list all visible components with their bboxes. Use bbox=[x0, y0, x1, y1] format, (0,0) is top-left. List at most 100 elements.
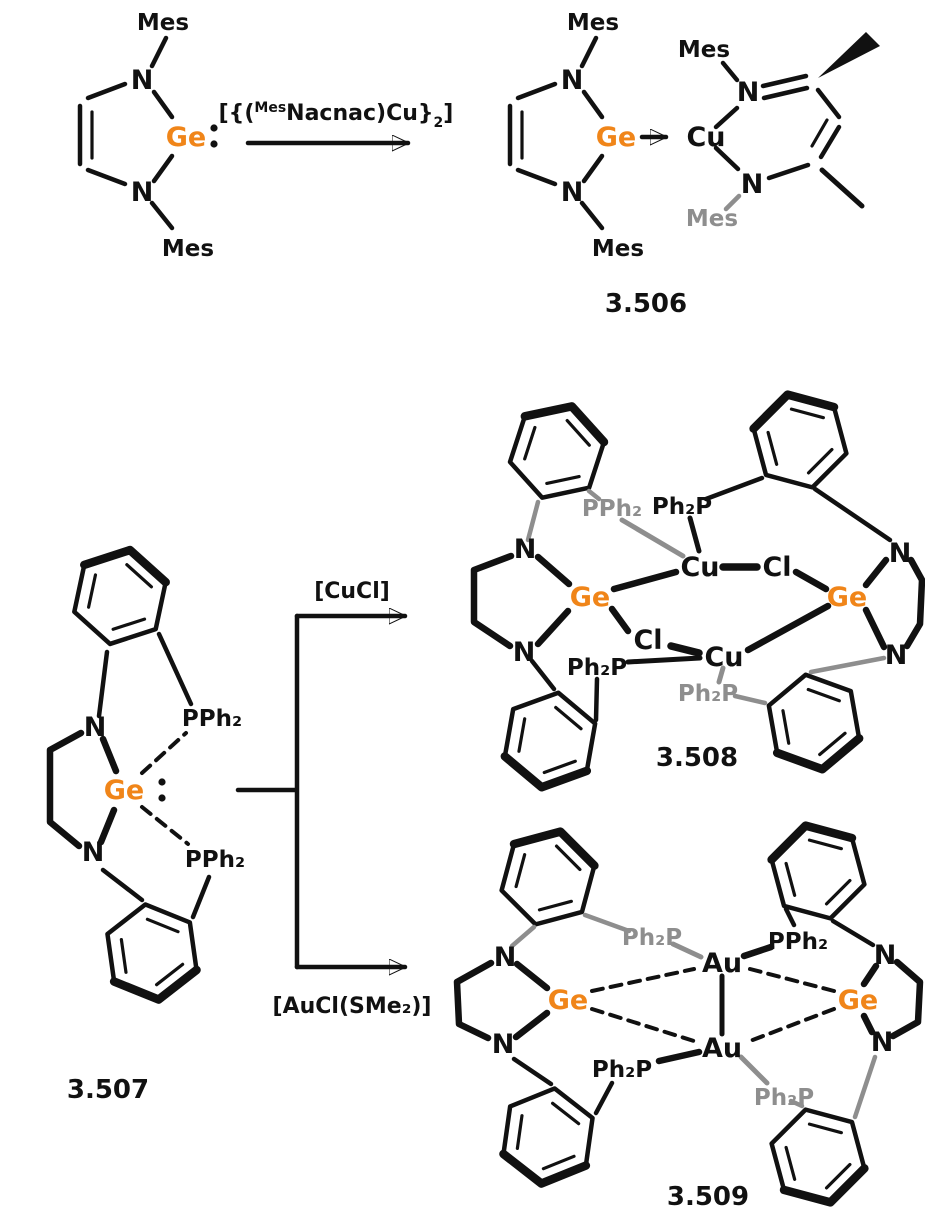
bond bbox=[77, 35, 175, 231]
ethylene-bridge bbox=[889, 958, 924, 1040]
branching-arrows: [CuCl] [AuCl(SMe₂)] bbox=[235, 579, 432, 1019]
cu-atom-label: Cu bbox=[704, 642, 743, 673]
n-atom-label: N bbox=[494, 942, 517, 973]
ethylene-bridge bbox=[470, 552, 515, 650]
compound-number-3508: 3.508 bbox=[656, 743, 738, 773]
reagent-text: [{( bbox=[219, 101, 255, 126]
ring-bold-edge bbox=[777, 738, 863, 776]
pph2-label: PPh₂ bbox=[185, 847, 245, 873]
benzene-ring bbox=[500, 1083, 596, 1190]
n-atom-label: N bbox=[874, 940, 897, 971]
n-atom-label: N bbox=[737, 77, 760, 108]
p-cu-bond-gray bbox=[619, 517, 726, 685]
cu-atom-label: Cu bbox=[680, 552, 719, 583]
cl-atom-label: Cl bbox=[633, 625, 662, 656]
n-atom-label: N bbox=[492, 1029, 515, 1060]
benzene-ring bbox=[747, 384, 852, 498]
ethylene-bridge bbox=[46, 729, 85, 850]
benzene-ring-gray bbox=[495, 821, 600, 935]
au-p-wedge-bond bbox=[655, 943, 775, 1065]
benzene-ring bbox=[501, 686, 600, 795]
ge-atom-label: Ge bbox=[838, 985, 878, 1016]
pph2-label: PPh₂ bbox=[182, 706, 242, 732]
bond-gray bbox=[509, 912, 878, 1120]
ring-bold-edge bbox=[500, 1154, 586, 1189]
ph2p-label-gray: Ph₂P bbox=[754, 1085, 814, 1111]
core-bond bbox=[534, 553, 890, 654]
pph2-label-gray: PPh₂ bbox=[582, 496, 642, 522]
ph2p-label: Ph₂P bbox=[592, 1057, 652, 1083]
bond bbox=[96, 631, 212, 920]
ge-atom-label: Ge bbox=[596, 122, 636, 153]
n-atom-label: N bbox=[513, 637, 536, 668]
ethylene-bridge bbox=[903, 556, 925, 650]
n-atom-label: N bbox=[514, 534, 537, 565]
benzene-ring-gray bbox=[503, 393, 612, 510]
n-atom-label: N bbox=[561, 65, 584, 96]
ring-outline bbox=[765, 668, 864, 777]
ring-bold-edge bbox=[114, 970, 200, 1005]
n-atom-label: N bbox=[561, 177, 584, 208]
n-atom-label: N bbox=[889, 538, 912, 569]
bond bbox=[713, 60, 842, 181]
ring-bold-edge bbox=[514, 821, 601, 866]
benzene-ring bbox=[104, 899, 200, 1006]
ring-bold-edge bbox=[784, 1168, 871, 1213]
ring-inner-bonds bbox=[514, 700, 586, 780]
wedge-bond-methyl bbox=[818, 32, 880, 78]
compound-3509: Ge Ge Au Au N N N N Ph₂P PPh₂ Ph₂P Ph₂P … bbox=[453, 815, 924, 1213]
ph2p-label-gray: Ph₂P bbox=[678, 681, 738, 707]
compound-3506: Mes N Ge N Mes Cu N Mes N Mes 3.506 bbox=[507, 10, 880, 319]
ring-inner-bonds bbox=[117, 913, 187, 991]
reaction-step1: [{(MesNacnac)Cu}2] bbox=[219, 100, 454, 143]
dative-bond-ge-p bbox=[140, 731, 190, 846]
ring-outline bbox=[500, 1083, 596, 1190]
n-atom-label: N bbox=[871, 1027, 894, 1058]
mes-label: Mes bbox=[137, 10, 189, 36]
mes-label: Mes bbox=[567, 10, 619, 36]
reagent-subscript: 2 bbox=[434, 115, 444, 131]
bond bbox=[529, 475, 893, 723]
ring-bold-edge bbox=[747, 384, 834, 429]
reagent-step1-label: [{(MesNacnac)Cu}2] bbox=[219, 100, 454, 131]
compound-number-3506: 3.506 bbox=[605, 289, 687, 319]
ph2p-label: Ph₂P bbox=[652, 494, 712, 520]
starting-germylene-nhge: Mes N Ge N Mes bbox=[77, 10, 218, 262]
n-atom-label: N bbox=[82, 837, 105, 868]
mes-label-gray: Mes bbox=[686, 206, 738, 232]
cu-cl-wedge-bond bbox=[667, 563, 761, 657]
ring-inner-bonds bbox=[83, 557, 157, 637]
bond bbox=[723, 193, 742, 212]
n-atom-label: N bbox=[741, 169, 764, 200]
ring-outline bbox=[501, 686, 600, 795]
reagent-superscript: Mes bbox=[254, 100, 286, 116]
reagent-cucl-label: [CuCl] bbox=[314, 579, 390, 604]
ph2p-label-gray: Ph₂P bbox=[622, 925, 682, 951]
au-atom-label: Au bbox=[702, 948, 742, 979]
reagent-aucl-label: [AuCl(SMe₂)] bbox=[273, 994, 432, 1019]
ring-bold-edge bbox=[765, 815, 852, 860]
methyl-bond bbox=[819, 167, 865, 209]
lone-pair-dot bbox=[210, 140, 218, 148]
cl-atom-label: Cl bbox=[762, 552, 791, 583]
ge-atom-label: Ge bbox=[166, 122, 206, 153]
mes-label: Mes bbox=[678, 37, 730, 63]
ethylene-bridge bbox=[453, 959, 495, 1042]
bond-n-ge bbox=[97, 735, 120, 846]
benzene-ring bbox=[69, 541, 170, 652]
lone-pair-dot bbox=[158, 778, 166, 786]
compound-3508: Ge Cu Cl Ge Cl Cu N N N N PPh₂ Ph₂P Ph₂P… bbox=[470, 384, 925, 795]
benzene-ring bbox=[765, 815, 870, 929]
lone-pair-dots bbox=[210, 124, 218, 148]
au-atom-label: Au bbox=[702, 1033, 742, 1064]
lone-pair-dot bbox=[210, 124, 218, 132]
n-atom-label: N bbox=[131, 65, 154, 96]
au-p-bond-gray bbox=[670, 941, 770, 1086]
ge-atom-label: Ge bbox=[104, 775, 144, 806]
dative-bond-ge-au bbox=[590, 967, 836, 1043]
lone-pair-dots bbox=[158, 778, 166, 802]
reagent-text: ] bbox=[443, 101, 453, 126]
reagent-text: Nacnac)Cu} bbox=[286, 101, 433, 126]
pph2-label: PPh₂ bbox=[768, 929, 828, 955]
